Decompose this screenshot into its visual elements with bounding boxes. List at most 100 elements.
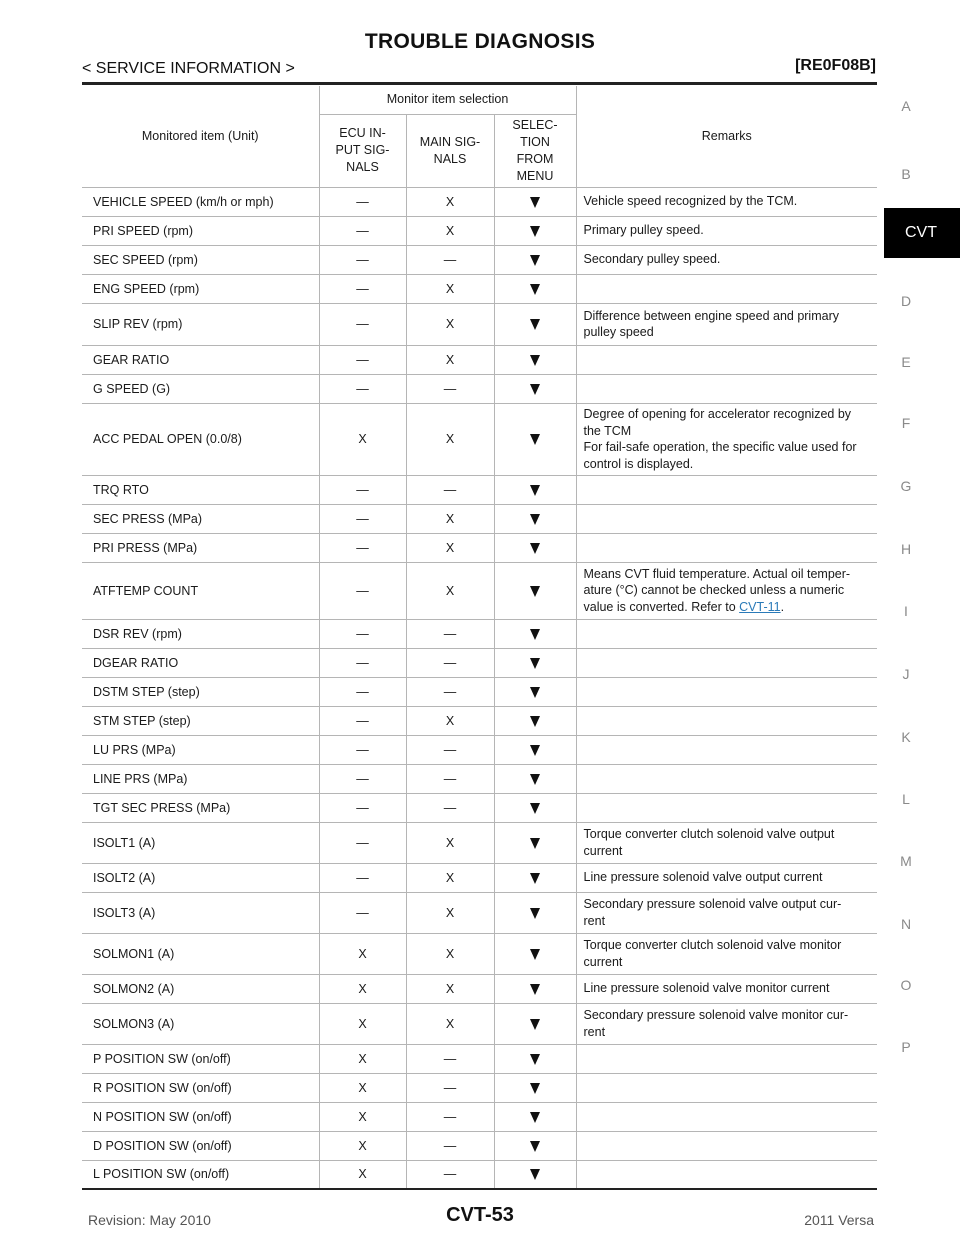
down-triangle-icon bbox=[530, 283, 540, 295]
monitored-item-cell: N POSITION SW (on/off) bbox=[82, 1102, 319, 1132]
monitored-item-cell: TRQ RTO bbox=[82, 475, 319, 505]
main-signal-cell: — bbox=[405, 1102, 494, 1132]
remarks-cell bbox=[575, 1160, 877, 1190]
section-index-letter[interactable]: B bbox=[901, 166, 911, 182]
selection-from-menu-cell bbox=[493, 619, 576, 649]
section-index-letter[interactable]: J bbox=[902, 666, 910, 682]
selection-from-menu-cell bbox=[493, 187, 576, 217]
remarks-cell bbox=[575, 1073, 877, 1103]
down-triangle-icon bbox=[530, 254, 540, 266]
monitored-item-cell: LU PRS (MPa) bbox=[82, 735, 319, 765]
monitored-item-cell: SOLMON3 (A) bbox=[82, 1003, 319, 1045]
ecu-input-cell: X bbox=[318, 974, 406, 1004]
ecu-input-cell: X bbox=[318, 1131, 406, 1161]
monitored-item-cell: PRI SPEED (rpm) bbox=[82, 216, 319, 246]
down-triangle-icon bbox=[530, 434, 540, 446]
selection-from-menu-cell bbox=[493, 1073, 576, 1103]
section-index-letter[interactable]: A bbox=[901, 98, 911, 114]
main-signal-cell: — bbox=[405, 475, 494, 505]
ecu-input-cell: — bbox=[318, 303, 406, 346]
ecu-input-cell: — bbox=[318, 562, 406, 620]
down-triangle-icon bbox=[530, 773, 540, 785]
section-index-letter[interactable]: E bbox=[901, 354, 911, 370]
table-row: N POSITION SW (on/off)X— bbox=[82, 1102, 877, 1132]
remarks-text: Means CVT fluid temperature. Actual oil … bbox=[583, 566, 851, 614]
monitored-item-cell: D POSITION SW (on/off) bbox=[82, 1131, 319, 1161]
remarks-cell bbox=[575, 374, 877, 404]
main-signal-cell: — bbox=[405, 1131, 494, 1161]
monitored-item-cell: STM STEP (step) bbox=[82, 706, 319, 736]
table-row: ENG SPEED (rpm)—X bbox=[82, 274, 877, 304]
monitored-item-cell: SEC SPEED (rpm) bbox=[82, 245, 319, 275]
page-title: TROUBLE DIAGNOSIS bbox=[364, 30, 596, 53]
header-ecu-input-signals: ECU IN- PUT SIG- NALS bbox=[318, 114, 406, 188]
main-signal-cell: X bbox=[405, 863, 494, 893]
section-index-letter[interactable]: L bbox=[902, 791, 910, 807]
header-remarks: Remarks bbox=[575, 86, 877, 188]
selection-from-menu-cell bbox=[493, 1102, 576, 1132]
remarks-cell bbox=[575, 1044, 877, 1074]
selection-from-menu-cell bbox=[493, 303, 576, 346]
main-signal-cell: — bbox=[405, 648, 494, 678]
table-row: TGT SEC PRESS (MPa)—— bbox=[82, 793, 877, 823]
remarks-cell: Vehicle speed recognized by the TCM. bbox=[575, 187, 877, 217]
main-signal-cell: X bbox=[405, 533, 494, 563]
main-signal-cell: X bbox=[405, 822, 494, 864]
table-row: G SPEED (G)—— bbox=[82, 374, 877, 404]
table-row: GEAR RATIO—X bbox=[82, 345, 877, 375]
section-index-letter[interactable]: M bbox=[900, 853, 912, 869]
section-index-letter[interactable]: N bbox=[900, 916, 912, 932]
main-signal-cell: — bbox=[405, 764, 494, 794]
table-row: SEC SPEED (rpm)——Secondary pulley speed. bbox=[82, 245, 877, 275]
section-index-letter[interactable]: F bbox=[901, 415, 911, 431]
selection-from-menu-cell bbox=[493, 533, 576, 563]
section-index-letter[interactable]: K bbox=[901, 729, 911, 745]
selection-from-menu-cell bbox=[493, 677, 576, 707]
main-signal-cell: — bbox=[405, 1044, 494, 1074]
monitored-item-cell: R POSITION SW (on/off) bbox=[82, 1073, 319, 1103]
remarks-cell bbox=[575, 648, 877, 678]
model-code: [RE0F08B] bbox=[795, 57, 876, 74]
down-triangle-icon bbox=[530, 1018, 540, 1030]
main-signal-cell: X bbox=[405, 403, 494, 476]
monitored-item-cell: GEAR RATIO bbox=[82, 345, 319, 375]
remarks-cell: Line pressure solenoid valve monitor cur… bbox=[575, 974, 877, 1004]
selection-from-menu-cell bbox=[493, 706, 576, 736]
remarks-cell bbox=[575, 475, 877, 505]
monitored-item-cell: TGT SEC PRESS (MPa) bbox=[82, 793, 319, 823]
header-rule bbox=[82, 82, 877, 85]
section-index-letter[interactable]: I bbox=[904, 603, 908, 619]
section-index-letter[interactable]: G bbox=[900, 478, 912, 494]
main-signal-cell: X bbox=[405, 187, 494, 217]
monitored-item-cell: ISOLT2 (A) bbox=[82, 863, 319, 893]
ecu-input-cell: — bbox=[318, 187, 406, 217]
table-row: DSR REV (rpm)—— bbox=[82, 619, 877, 649]
main-signal-cell: X bbox=[405, 706, 494, 736]
down-triangle-icon bbox=[530, 1053, 540, 1065]
revision-label: Revision: May 2010 bbox=[88, 1212, 211, 1228]
down-triangle-icon bbox=[530, 628, 540, 640]
ecu-input-cell: — bbox=[318, 793, 406, 823]
main-signal-cell: X bbox=[405, 345, 494, 375]
monitored-item-cell: DSTM STEP (step) bbox=[82, 677, 319, 707]
section-index-letter[interactable]: D bbox=[900, 293, 912, 309]
selection-from-menu-cell bbox=[493, 345, 576, 375]
section-index-letter[interactable]: O bbox=[900, 977, 912, 993]
down-triangle-icon bbox=[530, 354, 540, 366]
table-row: LU PRS (MPa)—— bbox=[82, 735, 877, 765]
section-index-letter[interactable]: P bbox=[901, 1039, 911, 1055]
section-index-active[interactable]: CVT bbox=[884, 208, 960, 258]
section-index-letter[interactable]: H bbox=[900, 541, 912, 557]
ecu-input-cell: — bbox=[318, 245, 406, 275]
ecu-input-cell: X bbox=[318, 1160, 406, 1190]
remarks-cell: Secondary pulley speed. bbox=[575, 245, 877, 275]
down-triangle-icon bbox=[530, 1169, 540, 1181]
cross-reference-link[interactable]: CVT-11 bbox=[739, 599, 781, 614]
selection-from-menu-cell bbox=[493, 933, 576, 975]
ecu-input-cell: X bbox=[318, 403, 406, 476]
monitored-item-cell: SLIP REV (rpm) bbox=[82, 303, 319, 346]
